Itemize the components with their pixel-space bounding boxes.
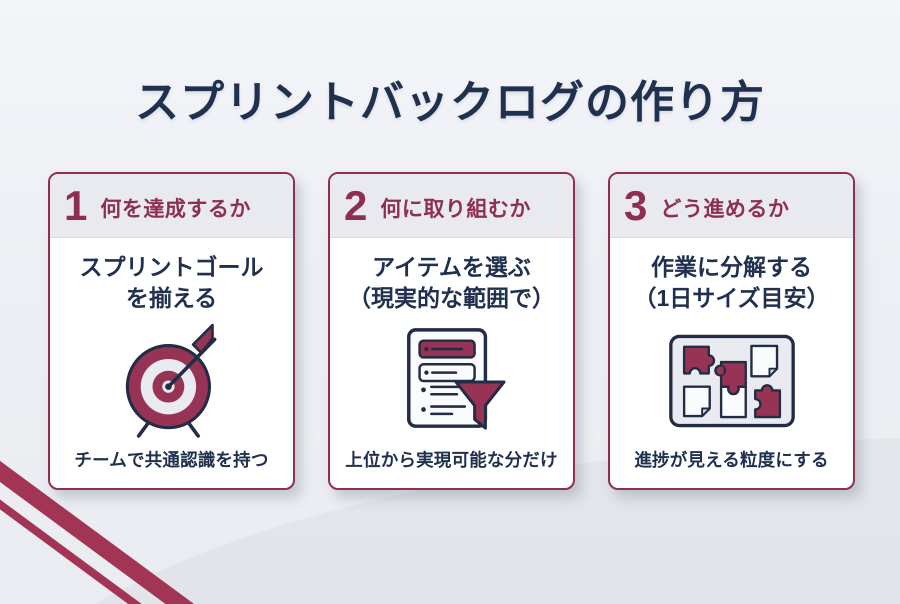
step-card-2: 2 何に取り組むか アイテムを選ぶ （現実的な範囲で） [328, 172, 575, 490]
step-caption: チームで共通認識を持つ [74, 450, 269, 470]
step-label: どう進めるか [660, 197, 790, 221]
step-card-1-body: スプリントゴール を揃える チームで共通認識を持つ [50, 238, 293, 488]
step-number: 3 [624, 181, 648, 229]
step-icon-wrap [393, 314, 511, 447]
step-heading: スプリントゴール を揃える [79, 254, 264, 312]
step-heading: 作業に分解する （1日サイズ目安） [633, 254, 830, 312]
step-card-1-header: 1 何を達成するか [50, 174, 293, 238]
step-cards-row: 1 何を達成するか スプリントゴール を揃える [48, 172, 855, 490]
step-label: 何に取り組むか [380, 197, 531, 221]
step-card-2-body: アイテムを選ぶ （現実的な範囲で） [330, 238, 573, 488]
step-heading: アイテムを選ぶ （現実的な範囲で） [348, 254, 555, 312]
step-card-3-header: 3 どう進めるか [610, 174, 853, 238]
corner-stripes-decoration [0, 460, 195, 604]
page-title: スプリントバックログの作り方 [135, 78, 765, 127]
dartboard-target-icon [125, 323, 216, 438]
thick-stripe [0, 460, 195, 604]
step-number: 1 [64, 181, 88, 229]
step-icon-wrap [668, 314, 796, 447]
step-card-2-header: 2 何に取り組むか [330, 174, 573, 238]
step-card-3: 3 どう進めるか 作業に分解する （1日サイズ目安） [608, 172, 855, 490]
step-caption: 進捗が見える粒度にする [634, 450, 829, 470]
step-card-3-body: 作業に分解する （1日サイズ目安） [610, 238, 853, 488]
step-caption: 上位から実現可能な分だけ [345, 450, 558, 470]
step-number: 2 [344, 181, 368, 229]
step-icon-wrap [113, 314, 231, 447]
thin-stripe [0, 499, 142, 604]
step-label: 何を達成するか [100, 197, 251, 221]
task-puzzle-board-icon [668, 334, 795, 427]
backlog-list-filter-icon [406, 328, 506, 430]
step-card-1: 1 何を達成するか スプリントゴール を揃える [48, 172, 295, 490]
